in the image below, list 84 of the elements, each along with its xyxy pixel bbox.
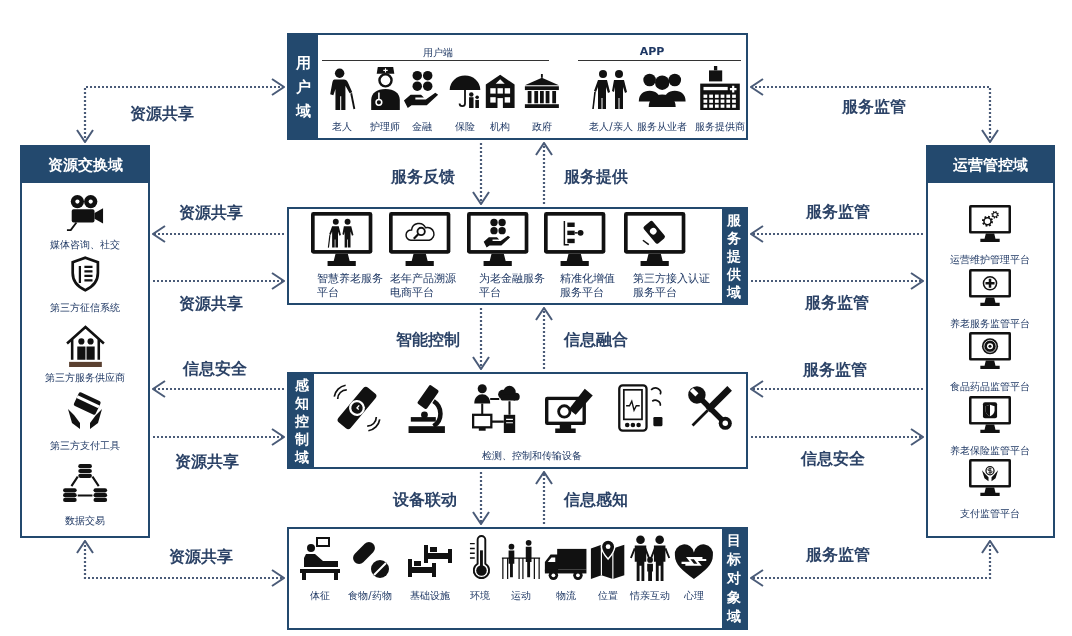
- item-label: 老年产品溯源电商平台: [390, 271, 457, 299]
- arrow: [152, 225, 284, 243]
- item-label: 养老服务监管平台: [950, 317, 1030, 330]
- edge-label: 信息感知: [564, 490, 628, 510]
- edge-label: 智能控制: [396, 330, 460, 350]
- item-label: 老人/亲人: [589, 120, 633, 133]
- edge-label: 信息融合: [564, 330, 628, 350]
- item-label: 第三方支付工具: [50, 439, 120, 452]
- item-label: 体征: [310, 589, 330, 602]
- arrow: [152, 380, 284, 398]
- arrow: [76, 540, 285, 587]
- item-label: 媒体咨询、社交: [50, 238, 120, 251]
- arrow: [472, 308, 490, 370]
- item-label: 第三方征信系统: [50, 301, 120, 314]
- item-label: 智慧养老服务平台: [317, 271, 384, 299]
- domain-title: 感知控制域: [289, 374, 314, 467]
- item-label: 位置: [598, 589, 618, 602]
- domain-title: 资源交换域: [22, 147, 148, 183]
- item-label: 服务从业者: [637, 120, 687, 133]
- edge-label: 资源共享: [169, 547, 233, 567]
- edge-label: 资源共享: [179, 294, 243, 314]
- edge-label: 资源共享: [179, 203, 243, 223]
- item-label: 数据交易: [65, 514, 105, 527]
- item-label: 养老保险监管平台: [950, 444, 1030, 457]
- item-label: 为老金融服务平台: [479, 271, 546, 299]
- edge-label: 服务监管: [806, 545, 870, 565]
- domain-title: 服务提供域: [722, 209, 746, 303]
- arrow: [751, 272, 924, 290]
- domain-box: [287, 207, 748, 305]
- group-heading: APP: [639, 45, 665, 58]
- domain-title: 目标对象域: [722, 529, 746, 628]
- item-label: 基础设施: [410, 589, 450, 602]
- item-label: 第三方接入认证服务平台: [633, 271, 711, 299]
- edge-label: 信息安全: [801, 449, 865, 469]
- item-label: 服务提供商: [695, 120, 745, 133]
- arrow: [76, 78, 285, 143]
- item-label: 食品药品监管平台: [950, 380, 1030, 393]
- item-label: 物流: [556, 589, 576, 602]
- edge-label: 设备联动: [393, 490, 457, 510]
- domain-box: [20, 145, 150, 538]
- item-label: 老人: [332, 120, 352, 133]
- arrow: [535, 471, 553, 524]
- edge-label: 服务反馈: [391, 167, 455, 187]
- item-label: 环境: [470, 589, 490, 602]
- item-label: 护理师: [370, 120, 400, 133]
- arrow: [153, 428, 285, 446]
- domain-box: [287, 527, 748, 630]
- domain-title: 用户域: [289, 35, 318, 138]
- item-label: 机构: [490, 120, 510, 133]
- edge-label: 资源共享: [175, 452, 239, 472]
- item-label: 支付监管平台: [960, 507, 1020, 520]
- item-label: 运营维护管理平台: [950, 253, 1030, 266]
- item-label: 检测、控制和传输设备: [482, 449, 582, 462]
- arrow: [751, 428, 924, 446]
- edge-label: 服务监管: [842, 97, 906, 117]
- arrow: [750, 78, 999, 143]
- group-heading: 用户端: [423, 46, 453, 59]
- domain-box: [287, 33, 748, 140]
- edge-label: 信息安全: [183, 359, 247, 379]
- edge-label: 服务提供: [564, 167, 628, 187]
- edge-label: 资源共享: [130, 104, 194, 124]
- edge-label: 服务监管: [805, 293, 869, 313]
- item-label: 保险: [455, 120, 475, 133]
- item-label: 精准化增值服务平台: [560, 271, 616, 299]
- item-label: 运动: [511, 589, 531, 602]
- arrow: [535, 142, 553, 204]
- arrow: [153, 272, 285, 290]
- item-label: 情亲互动: [630, 589, 670, 602]
- item-label: 心理: [684, 589, 704, 602]
- arrow: [750, 225, 923, 243]
- item-label: 政府: [532, 120, 552, 133]
- arrow: [472, 472, 490, 525]
- edge-label: 服务监管: [806, 202, 870, 222]
- arrow: [750, 540, 999, 587]
- item-label: 第三方服务供应商: [45, 371, 125, 384]
- arrow: [750, 380, 923, 398]
- item-label: 金融: [412, 120, 432, 133]
- domain-title: 运营管控域: [928, 147, 1053, 183]
- arrow: [472, 143, 490, 205]
- item-label: 食物/药物: [348, 589, 392, 602]
- domain-box: [926, 145, 1055, 538]
- edge-label: 服务监管: [803, 360, 867, 380]
- domain-box: [287, 372, 748, 469]
- arrow: [535, 307, 553, 369]
